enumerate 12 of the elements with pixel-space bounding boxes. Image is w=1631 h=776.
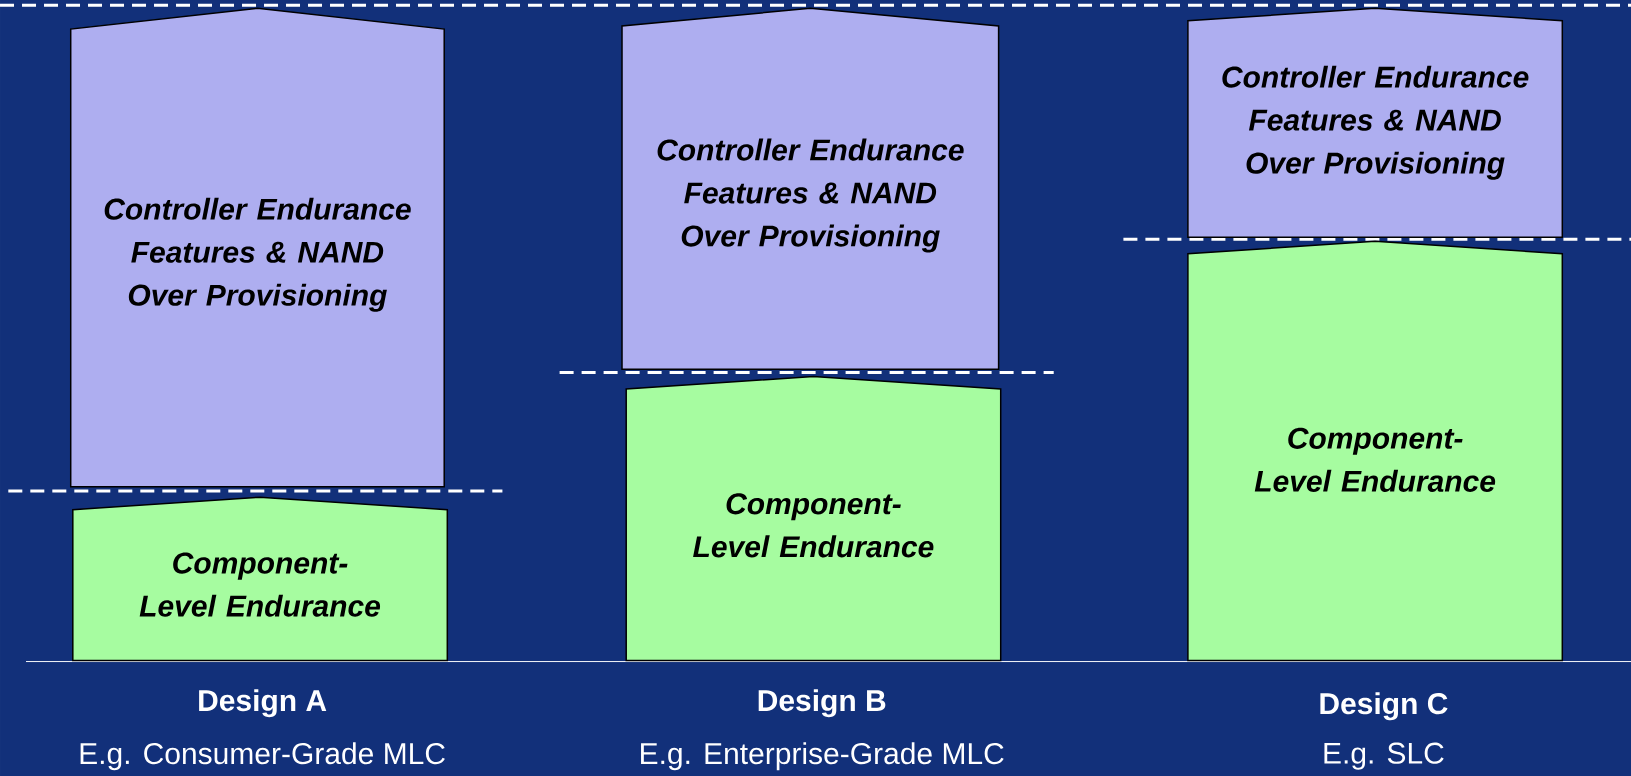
layer-block: Controller Endurance Features & NAND Over Provisioning	[69, 7, 445, 488]
design-title: Design B	[758, 689, 886, 718]
design-example: E.g. Enterprise-Grade MLC	[641, 742, 1004, 771]
design-example: E.g. Consumer-Grade MLC	[80, 742, 445, 771]
design-example: E.g. SLC	[1324, 742, 1444, 770]
layer-block: Component-Level Endurance	[72, 496, 449, 662]
layer-block: Controller Endurance Features & NAND Over Provisioning	[1187, 7, 1564, 238]
design-title: Design C	[1320, 692, 1448, 721]
design-title: Design A	[199, 689, 327, 718]
layer-block: Controller Endurance Features & NAND Over Provisioning	[621, 7, 1000, 371]
layer-block: Component-Level Endurance	[625, 375, 1002, 662]
layer-block: Component-Level Endurance	[1187, 240, 1564, 662]
